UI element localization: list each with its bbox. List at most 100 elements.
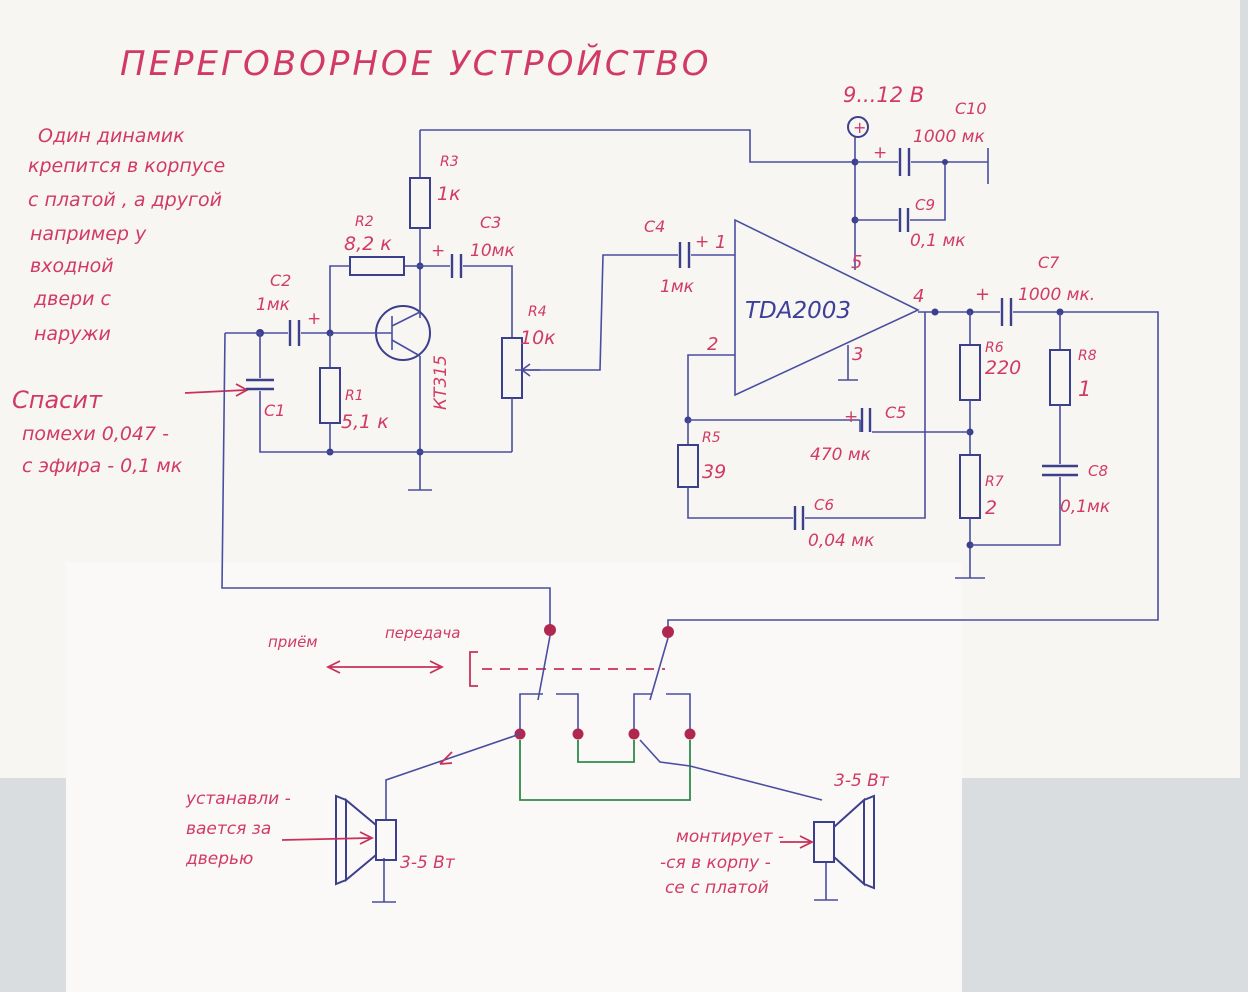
c3-plus: +	[431, 241, 445, 261]
right-speaker-ground	[814, 862, 838, 901]
paper-strip	[66, 562, 962, 992]
c8-value: 0,1мк	[1060, 497, 1111, 517]
r4-label: R4	[528, 304, 547, 320]
c5-label: C5	[885, 403, 906, 422]
c4-plus: +	[695, 232, 709, 252]
r1-label: R1	[345, 388, 364, 404]
ic-pin-1: 1	[715, 232, 726, 253]
note-line: двери с	[33, 288, 111, 310]
right-note-arrow	[780, 835, 815, 849]
ic-pin-2: 2	[707, 334, 718, 355]
r3-resistor	[409, 177, 431, 229]
r7-value: 2	[985, 497, 997, 519]
r4-wiper	[520, 363, 540, 377]
wire	[687, 354, 735, 420]
note-line: се с платой	[665, 878, 769, 898]
note-line: монтирует -	[676, 827, 784, 847]
transistor-emitter-ground	[408, 356, 432, 491]
c7-value: 1000 мк.	[1018, 285, 1095, 305]
note-line: -ся в корпу -	[660, 853, 771, 873]
r7-label: R7	[985, 474, 1004, 490]
r3-label: R3	[440, 154, 459, 170]
page-title: ПЕРЕГОВОРНОЕ УСТРОЙСТВО	[120, 43, 711, 84]
ic-label: TDA2003	[745, 298, 851, 324]
note-line: с эфира - 0,1 мк	[22, 455, 183, 477]
supply-plus-sign: +	[853, 118, 866, 137]
c10-label: C10	[955, 99, 987, 118]
note-line: входной	[30, 255, 114, 277]
c2-label: C2	[270, 271, 291, 290]
c5-value: 470 мк	[810, 445, 872, 465]
note-line: наружи	[34, 323, 111, 345]
note-line: например у	[30, 223, 147, 245]
c10-plus: +	[873, 143, 887, 163]
wire	[515, 254, 678, 371]
wire	[225, 332, 261, 378]
c9-value: 0,1 мк	[910, 231, 966, 251]
green-wire	[519, 740, 691, 801]
c10-value: 1000 мк	[913, 127, 985, 147]
c5-symbol	[860, 408, 872, 432]
speaker-note: Один динамик крепится в корпусе с платой…	[28, 125, 225, 345]
supply-terminal	[847, 116, 869, 138]
note-line: устанавли -	[185, 789, 291, 809]
ic-pin-5: 5	[851, 252, 862, 273]
note-line: Спасит	[12, 386, 103, 414]
switch-poles	[519, 693, 691, 734]
note-line: крепится в корпусе	[28, 155, 225, 177]
c8-symbol	[1042, 464, 1078, 477]
c7-label: C7	[1038, 253, 1060, 272]
c4-label: C4	[644, 217, 665, 236]
supply-rail	[420, 129, 855, 163]
transistor-leads	[391, 311, 421, 357]
r2-value: 8,2 к	[344, 233, 392, 255]
supply-voltage-label: 9...12 В	[843, 83, 924, 107]
c2-value: 1мк	[256, 295, 291, 315]
c10-ground	[911, 148, 989, 184]
note-line: с платой , а другой	[28, 189, 222, 211]
c1-note-arrow	[184, 389, 247, 394]
c5-plus: +	[844, 407, 858, 427]
c4-value: 1мк	[660, 277, 695, 297]
r6-resistor	[959, 344, 981, 401]
c2-plus: +	[307, 309, 321, 329]
switch-contact	[628, 728, 640, 740]
wire	[805, 312, 926, 519]
switch-receive-label: приём	[268, 633, 318, 651]
wire	[970, 477, 1061, 546]
wire-right-speaker	[639, 739, 823, 801]
r5-resistor	[677, 444, 699, 488]
switch-contact	[572, 728, 584, 740]
junction-dot	[931, 308, 939, 316]
c6-value: 0,04 мк	[808, 531, 875, 551]
transistor-label: КТ315	[431, 355, 451, 410]
ground-wire	[259, 391, 512, 453]
c6-symbol	[793, 506, 805, 530]
left-speaker	[335, 794, 397, 886]
c9-label: C9	[915, 196, 935, 214]
c7-symbol	[1000, 298, 1013, 326]
note-line: помехи 0,047 -	[22, 423, 169, 445]
tda2003-amplifier	[734, 218, 920, 397]
input-line	[221, 332, 551, 630]
r5-label: R5	[702, 430, 721, 446]
switch-contact	[544, 624, 556, 636]
r2-resistor	[349, 256, 405, 276]
note-line: Один динамик	[38, 125, 185, 147]
c7-plus: +	[975, 284, 990, 305]
note-line: вается за	[186, 819, 271, 839]
c9-symbol	[898, 208, 910, 232]
c1-symbol	[246, 378, 274, 391]
ic-pin-3: 3	[852, 344, 863, 365]
c6-label: C6	[814, 496, 834, 514]
c4-symbol	[678, 242, 691, 268]
r1-resistor	[319, 367, 341, 424]
c3-symbol	[450, 254, 463, 278]
switch-contact	[684, 728, 696, 740]
r3-value: 1к	[437, 183, 461, 205]
switch-lever	[469, 651, 478, 687]
wire	[910, 162, 946, 221]
r8-value: 1	[1078, 377, 1091, 401]
